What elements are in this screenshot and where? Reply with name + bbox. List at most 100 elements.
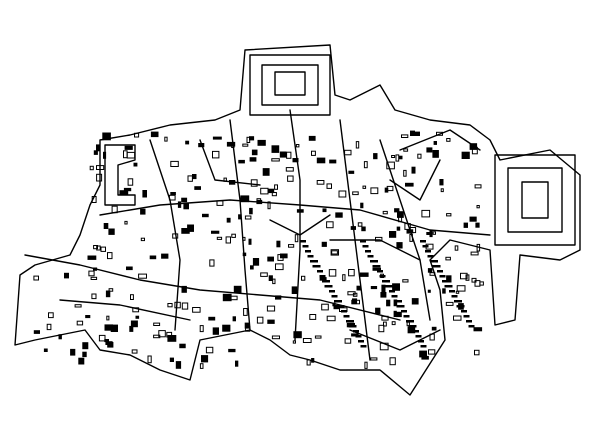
building [363, 161, 368, 169]
building [149, 255, 157, 260]
building [474, 184, 482, 189]
building [402, 279, 409, 283]
building [194, 186, 202, 190]
building [250, 265, 254, 270]
building [396, 242, 403, 249]
building [153, 334, 161, 339]
building [301, 275, 306, 281]
building [216, 200, 224, 206]
building [352, 191, 359, 196]
building [91, 196, 97, 203]
building [212, 136, 222, 140]
walled-block [249, 54, 331, 116]
terrace-house [374, 265, 381, 268]
terrace-house [420, 345, 427, 348]
building [103, 151, 107, 159]
street [349, 329, 441, 351]
building [256, 198, 262, 202]
building [370, 286, 378, 290]
terrace-house [418, 340, 424, 343]
building [440, 188, 444, 193]
building [361, 226, 366, 232]
street [269, 214, 331, 236]
building [287, 175, 294, 182]
terrace-house [319, 275, 326, 278]
building [382, 210, 388, 215]
terrace-house [329, 290, 335, 293]
building [198, 143, 205, 148]
terrace-house [341, 310, 347, 313]
street [149, 139, 181, 331]
building [212, 327, 219, 335]
building [322, 208, 327, 213]
walled-block [494, 154, 576, 246]
building [329, 159, 337, 164]
building [187, 224, 195, 232]
building [393, 310, 397, 317]
building [132, 307, 140, 313]
terrace-house [410, 325, 417, 328]
building [351, 333, 359, 337]
terrace-house [463, 315, 470, 318]
terrace-house [437, 270, 443, 273]
building [348, 170, 355, 174]
building [445, 301, 454, 306]
terrace-house [403, 315, 410, 318]
building [328, 269, 337, 277]
building [235, 360, 239, 367]
building [439, 179, 444, 186]
building [87, 255, 97, 260]
building [108, 288, 114, 292]
building [46, 323, 52, 331]
terrace-house [372, 260, 378, 263]
terrace-house [413, 330, 419, 333]
building [257, 139, 266, 146]
building [240, 195, 250, 203]
building [308, 135, 316, 141]
building [192, 174, 197, 180]
building [167, 303, 173, 308]
building [172, 233, 179, 239]
building [119, 190, 129, 196]
terrace-house [360, 345, 367, 348]
terrace-house [343, 315, 350, 318]
building [238, 214, 242, 220]
building [431, 326, 437, 331]
terrace-house [425, 250, 431, 253]
terrace-house [427, 255, 434, 258]
building [164, 136, 168, 142]
building [311, 150, 316, 156]
building [338, 190, 347, 198]
building [267, 319, 275, 324]
building [396, 226, 401, 231]
building [294, 234, 299, 243]
building [373, 153, 378, 160]
building [280, 253, 288, 259]
building [96, 144, 101, 152]
building [147, 355, 152, 364]
building [396, 311, 402, 318]
terrace-house [305, 250, 311, 253]
building [127, 178, 134, 186]
building [103, 223, 109, 229]
terrace-house [336, 300, 342, 303]
terrace-house [396, 300, 402, 303]
walled-block [521, 181, 549, 219]
building [398, 155, 403, 160]
building [249, 157, 257, 162]
building [311, 358, 315, 363]
building [126, 266, 133, 271]
building [208, 316, 216, 321]
building [330, 249, 340, 256]
terrace-house [338, 305, 345, 308]
building [454, 245, 459, 251]
building [140, 208, 146, 215]
building [174, 301, 181, 309]
building [233, 285, 242, 294]
terrace-house [355, 335, 362, 338]
street [389, 159, 441, 201]
building [276, 240, 281, 248]
building [314, 335, 322, 339]
walled-block [261, 64, 319, 106]
building [267, 201, 271, 210]
